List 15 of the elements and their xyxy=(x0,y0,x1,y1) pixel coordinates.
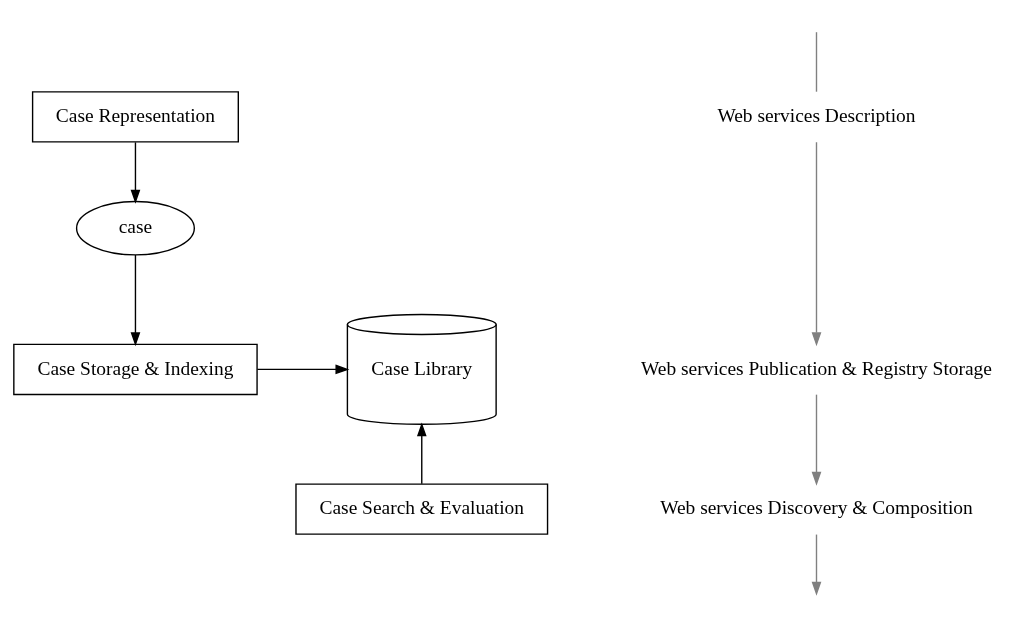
node-text: Web services Description xyxy=(717,105,916,127)
arrow xyxy=(811,141,822,347)
arrow xyxy=(811,533,822,596)
arrow xyxy=(130,141,141,204)
node-box: Case Storage & Indexing xyxy=(13,343,258,396)
node-ellipse: case xyxy=(75,200,195,256)
arrow xyxy=(256,364,350,375)
node-box: Case Search & Evaluation xyxy=(295,483,549,535)
arrow xyxy=(811,393,822,486)
node-text: Web services Discovery & Composition xyxy=(660,497,973,519)
node-text: Web services Publication & Registry Storage xyxy=(641,357,992,379)
arrow xyxy=(416,422,427,485)
connector xyxy=(815,31,818,93)
arrow xyxy=(130,254,141,347)
node-box: Case Representation xyxy=(31,91,239,143)
